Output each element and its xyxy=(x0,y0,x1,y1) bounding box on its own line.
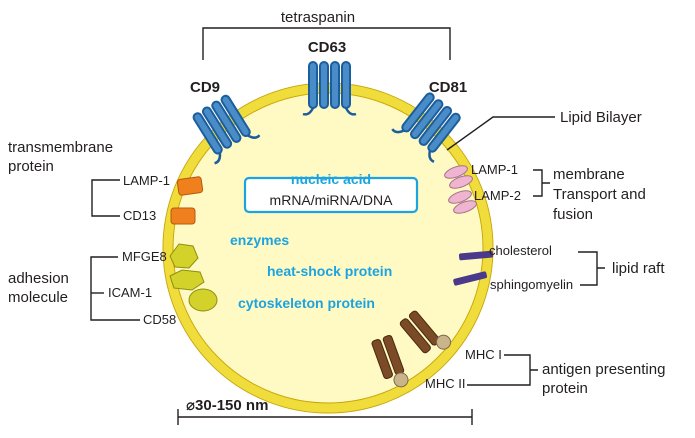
raft-cholesterol-label: cholesterol xyxy=(489,243,552,258)
heat-shock-label: heat-shock protein xyxy=(267,263,392,279)
transport-lamp1-label: LAMP-1 xyxy=(471,162,518,177)
cd81-label: CD81 xyxy=(429,79,467,96)
adhesion-label-line1: adhesion xyxy=(8,270,69,287)
adhesion-mfge8-label: MFGE8 xyxy=(122,249,167,264)
tetraspanin-bracket xyxy=(202,27,451,60)
antigen-label-line1: antigen presenting xyxy=(542,361,665,378)
sphingomyelin-mark xyxy=(453,271,488,286)
tetraspanin-label: tetraspanin xyxy=(281,9,355,26)
transport-label-line1: membrane xyxy=(553,166,625,183)
adhesion-icam1-label: ICAM-1 xyxy=(108,285,152,300)
lamp1-protein xyxy=(176,176,204,196)
cd81-protein xyxy=(391,92,461,163)
cytoskeleton-label: cytoskeleton protein xyxy=(238,295,375,311)
enzymes-label: enzymes xyxy=(230,232,289,248)
mfge8-protein xyxy=(169,243,199,269)
transmembrane-label-line2: protein xyxy=(8,158,54,175)
lamp-protein-group xyxy=(444,165,477,214)
mhc2-label: MHC II xyxy=(425,376,465,391)
cd9-protein xyxy=(192,94,261,165)
adhesion-label-line2: molecule xyxy=(8,289,68,306)
transport-label-line3: fusion xyxy=(553,206,593,223)
raft-sphingomyelin-label: sphingomyelin xyxy=(490,277,573,292)
cd63-protein xyxy=(302,61,357,116)
raft-bracket xyxy=(578,251,605,286)
antigen-bracket xyxy=(467,354,538,386)
nucleic-acid-box xyxy=(243,176,419,214)
cd58-protein xyxy=(188,288,218,312)
cholesterol-mark xyxy=(458,250,494,261)
lipid-bilayer-leader xyxy=(446,116,555,151)
mhc1-protein xyxy=(399,310,452,354)
transmembrane-lamp1-label: LAMP-1 xyxy=(123,173,170,188)
nucleic-acid-title: nucleic acid xyxy=(291,171,371,187)
transport-bracket xyxy=(533,169,550,197)
nucleic-acid-detail: mRNA/miRNA/DNA xyxy=(270,192,394,208)
adhesion-cd58-label: CD58 xyxy=(143,312,176,327)
antigen-label-line2: protein xyxy=(542,380,588,397)
transmembrane-label-line1: transmembrane xyxy=(8,139,113,156)
transmembrane-bracket xyxy=(91,179,120,217)
transmembrane-cd13-label: CD13 xyxy=(123,208,156,223)
lipid-raft-label: lipid raft xyxy=(612,260,665,277)
cd13-protein xyxy=(170,207,196,225)
cd63-label: CD63 xyxy=(308,39,346,56)
mhc2-protein xyxy=(371,334,409,388)
transport-lamp2-label: LAMP-2 xyxy=(474,188,521,203)
transport-label-line2: Transport and xyxy=(553,186,646,203)
adhesion-bracket xyxy=(90,256,140,321)
mhc1-label: MHC I xyxy=(465,347,502,362)
icam1-protein xyxy=(169,269,205,291)
lipid-bilayer-label: Lipid Bilayer xyxy=(560,109,642,126)
size-label: ⌀30-150 nm xyxy=(186,397,268,414)
cd9-label: CD9 xyxy=(190,79,220,96)
